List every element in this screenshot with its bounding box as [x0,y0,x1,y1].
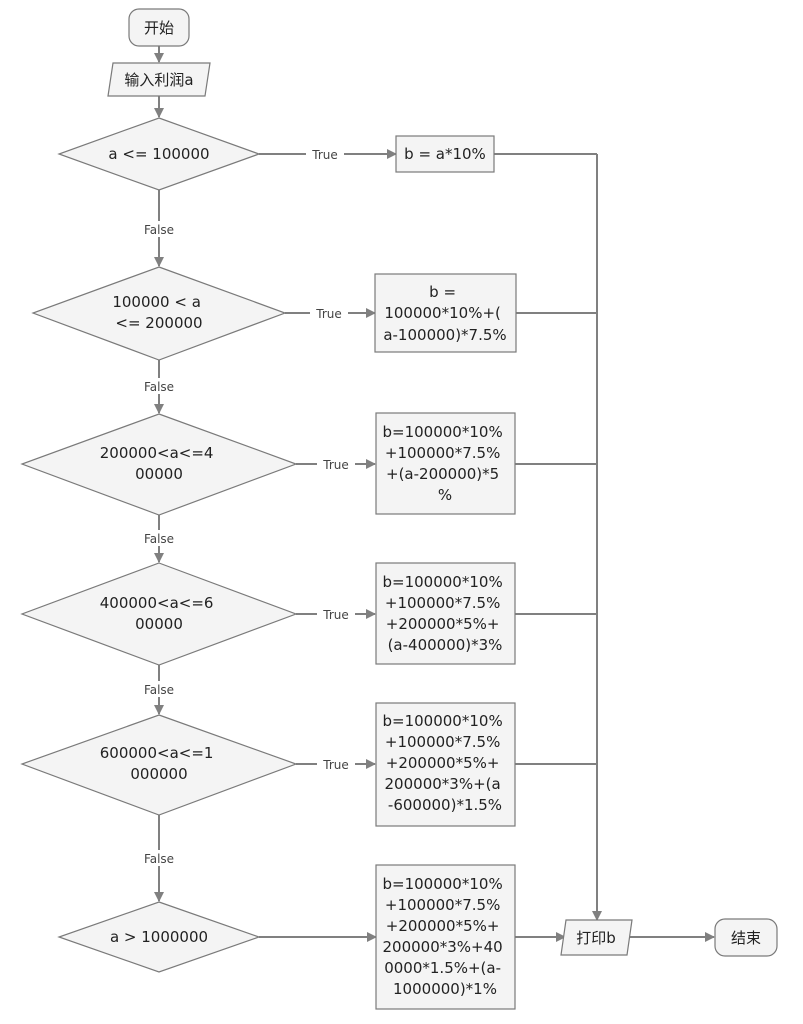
process-3-line-2: +100000*7.5% [385,444,500,462]
decision-4: 400000<a<=6 00000 [20,562,298,666]
start-label: 开始 [144,19,174,37]
process-6-label: b=100000*10% +100000*7.5% +200000*5%+ 20… [383,875,508,998]
process-3-line-3: +(a-200000)*5 [386,465,499,483]
input-label: 输入利润a [124,71,193,89]
decision-3-label: 200000<a<=4 00000 [100,444,218,483]
process-5-line-1: b=100000*10% [383,712,503,730]
process-6: b=100000*10% +100000*7.5% +200000*5%+ 20… [375,864,516,1010]
end-label: 结束 [731,929,761,947]
process-3: b=100000*10% +100000*7.5% +(a-200000)*5 … [375,412,516,515]
process-2-label: b = 100000*10%+( a-100000)*7.5% [383,283,506,344]
print-label: 打印b [576,929,616,947]
process-6-line-5: 0000*1.5%+(a- [384,959,501,977]
process-4: b=100000*10% +100000*7.5% +200000*5%+ (a… [375,562,516,665]
process-2-line-2: 100000*10%+( [384,304,501,322]
edge-label-false-5: False [144,852,174,866]
decision-1: a <= 100000 [57,117,261,191]
edge-label-false-4: False [144,683,174,697]
process-4-line-2: +100000*7.5% [385,594,500,612]
process-4-line-4: (a-400000)*3% [388,636,503,654]
process-3-label: b=100000*10% +100000*7.5% +(a-200000)*5 … [383,423,508,504]
end-node: 结束 [714,918,778,957]
decision-5-label: 600000<a<=1 000000 [100,744,218,783]
process-6-line-4: 200000*3%+40 [383,938,503,956]
print-node: 打印b [560,919,633,956]
decision-1-label: a <= 100000 [108,145,209,163]
decision-2-line-1: 100000 < a [112,293,201,311]
process-6-line-1: b=100000*10% [383,875,503,893]
decision-5: 600000<a<=1 000000 [20,714,298,816]
process-4-label: b=100000*10% +100000*7.5% +200000*5%+ (a… [383,573,508,654]
decision-6-label: a > 1000000 [110,928,208,946]
process-4-line-1: b=100000*10% [383,573,503,591]
process-6-line-6: 1000000)*1% [393,980,497,998]
process-5-line-2: +100000*7.5% [385,733,500,751]
process-5-line-3: +200000*5%+ [386,754,500,772]
decision-2-label: 100000 < a <= 200000 [112,293,205,332]
decision-4-line-1: 400000<a<=6 [100,594,214,612]
input-node: 输入利润a [107,62,211,97]
process-2: b = 100000*10%+( a-100000)*7.5% [374,273,517,353]
process-2-line-1: b = [429,283,456,301]
process-3-line-1: b=100000*10% [383,423,503,441]
start-node: 开始 [128,8,190,47]
decision-3: 200000<a<=4 00000 [20,413,298,516]
decision-2-line-2: <= 200000 [115,314,202,332]
decision-3-line-1: 200000<a<=4 [100,444,214,462]
edge-label-false-3: False [144,532,174,546]
edge-label-false-1: False [144,223,174,237]
edge-label-false-2: False [144,380,174,394]
decision-2: 100000 < a <= 200000 [31,266,287,361]
decision-3-line-2: 00000 [135,465,183,483]
process-6-line-3: +200000*5%+ [386,917,500,935]
process-1-label: b = a*10% [404,145,486,163]
edge-label-true-2: True [315,307,342,321]
decision-4-line-2: 00000 [135,615,183,633]
process-5-label: b=100000*10% +100000*7.5% +200000*5%+ 20… [383,712,508,814]
decision-5-line-2: 000000 [130,765,187,783]
process-2-line-3: a-100000)*7.5% [383,326,506,344]
decision-6: a > 1000000 [57,901,261,973]
process-5: b=100000*10% +100000*7.5% +200000*5%+ 20… [375,702,516,827]
process-4-line-3: +200000*5%+ [386,615,500,633]
edge-labels: True False True False True False True Fa… [138,146,355,866]
process-5-line-4: 200000*3%+(a [385,775,501,793]
edge-label-true-1: True [311,148,338,162]
process-1: b = a*10% [395,135,495,173]
edge-label-true-4: True [322,608,349,622]
process-6-line-2: +100000*7.5% [385,896,500,914]
edge-label-true-5: True [322,758,349,772]
process-3-line-4: % [438,486,452,504]
decision-4-label: 400000<a<=6 00000 [100,594,218,633]
process-5-line-5: -600000)*1.5% [388,796,502,814]
edge-label-true-3: True [322,458,349,472]
decision-5-line-1: 600000<a<=1 [100,744,214,762]
